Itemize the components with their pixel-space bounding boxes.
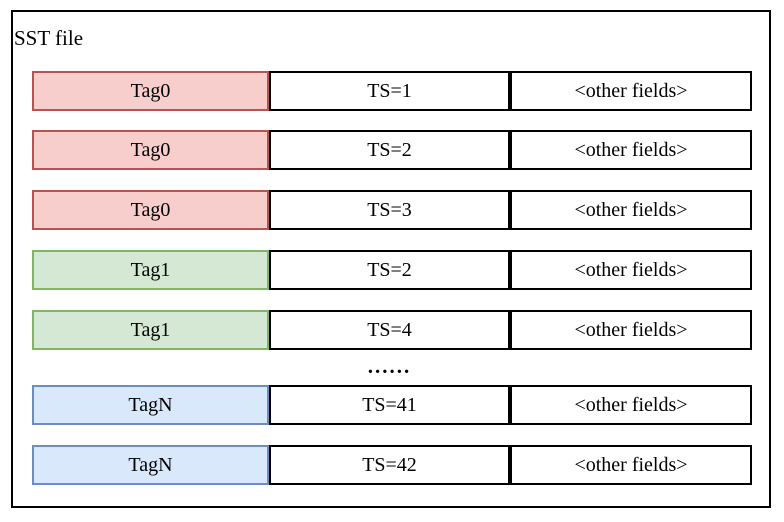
other-fields-cell: <other fields>: [510, 310, 752, 350]
timestamp-cell: TS=3: [269, 190, 510, 230]
tag-cell: TagN: [32, 445, 269, 485]
timestamp-cell: TS=1: [269, 71, 510, 111]
record-row: Tag0 TS=2 <other fields>: [32, 130, 752, 170]
other-fields-cell: <other fields>: [510, 130, 752, 170]
record-row: Tag1 TS=4 <other fields>: [32, 310, 752, 350]
record-row: TagN TS=42 <other fields>: [32, 445, 752, 485]
record-row: Tag0 TS=1 <other fields>: [32, 71, 752, 111]
sst-file-box: SST file Tag0 TS=1 <other fields> Tag0 T…: [11, 10, 771, 508]
record-row: Tag0 TS=3 <other fields>: [32, 190, 752, 230]
other-fields-cell: <other fields>: [510, 190, 752, 230]
tag-cell: Tag0: [32, 190, 269, 230]
other-fields-cell: <other fields>: [510, 385, 752, 425]
tag-cell: Tag0: [32, 130, 269, 170]
tag-cell: Tag1: [32, 250, 269, 290]
timestamp-cell: TS=4: [269, 310, 510, 350]
other-fields-cell: <other fields>: [510, 445, 752, 485]
timestamp-cell: TS=2: [269, 130, 510, 170]
timestamp-cell: TS=42: [269, 445, 510, 485]
sst-file-label: SST file: [14, 26, 84, 50]
tag-cell: Tag0: [32, 71, 269, 111]
tag-cell: Tag1: [32, 310, 269, 350]
tag-cell: TagN: [32, 385, 269, 425]
record-row: TagN TS=41 <other fields>: [32, 385, 752, 425]
timestamp-cell: TS=41: [269, 385, 510, 425]
ellipsis-dots: ......: [367, 354, 412, 378]
record-row: Tag1 TS=2 <other fields>: [32, 250, 752, 290]
other-fields-cell: <other fields>: [510, 71, 752, 111]
other-fields-cell: <other fields>: [510, 250, 752, 290]
timestamp-cell: TS=2: [269, 250, 510, 290]
